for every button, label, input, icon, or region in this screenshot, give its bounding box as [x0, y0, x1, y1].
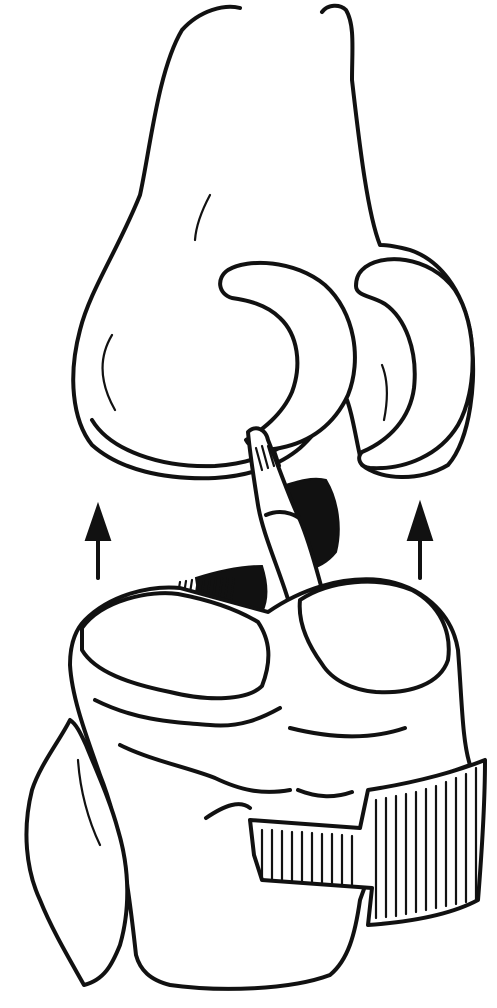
upward-arrow-right-head [408, 503, 432, 540]
upward-arrow-left-head [86, 505, 110, 540]
